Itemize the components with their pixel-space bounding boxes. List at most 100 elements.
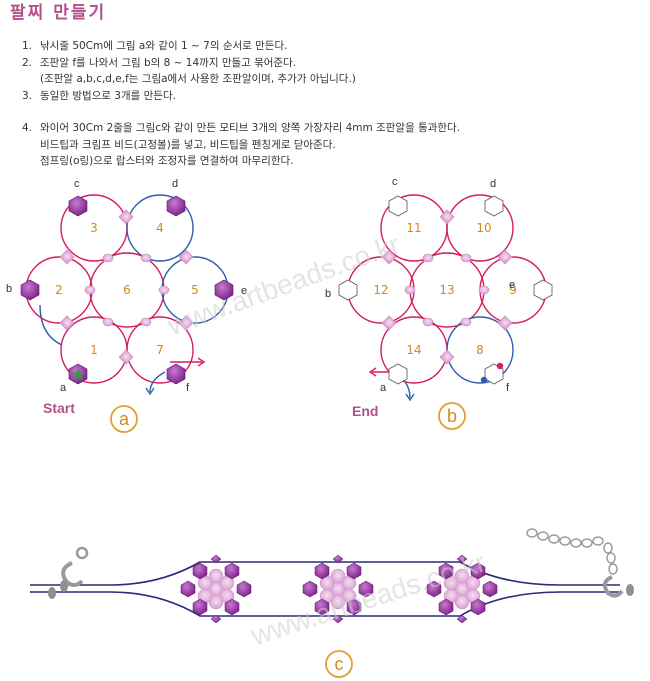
thread-end-arrow xyxy=(149,371,166,393)
hex-bead-e xyxy=(533,279,553,301)
step-4-line-3: 점프링(o링)으로 랍스터와 조정자를 연결하여 마무리한다. xyxy=(22,153,642,170)
hex-bead-d xyxy=(484,195,504,217)
purple-bead-e xyxy=(214,279,234,301)
loop-7 xyxy=(126,316,194,384)
step-1: 1.낚시줄 50Cm에 그림 a와 같이 1 ~ 7의 순서로 만든다. xyxy=(22,38,642,55)
figure-label: a xyxy=(119,409,130,429)
thread-path xyxy=(39,304,63,346)
motif-3 xyxy=(426,554,498,624)
jump-ring-icon xyxy=(75,546,89,560)
hex-bead-f xyxy=(484,363,504,385)
bead-tip-icon xyxy=(60,580,68,592)
bead-label-c: c xyxy=(74,178,80,190)
bead-label-e: e xyxy=(241,285,247,297)
segment-number: 14 xyxy=(406,343,421,357)
pink-bead xyxy=(460,317,472,327)
chain-link-icon xyxy=(548,534,560,544)
instruction-list: 1.낚시줄 50Cm에 그림 a와 같이 1 ~ 7의 순서로 만든다. 2. 조… xyxy=(22,38,642,170)
bead-label-b: b xyxy=(6,283,12,295)
loop-4 xyxy=(126,194,194,262)
segment-number: 11 xyxy=(406,221,421,235)
figure-label: c xyxy=(335,654,344,674)
step-number: 4. xyxy=(22,122,33,134)
figure-label-circle xyxy=(438,402,466,430)
arrow-head-icon xyxy=(145,387,155,396)
bead-label-a: a xyxy=(380,382,387,394)
pink-bead xyxy=(178,315,194,331)
chain-link-icon xyxy=(570,538,582,548)
purple-bead-d xyxy=(166,195,186,217)
segment-number: 8 xyxy=(476,343,484,357)
purple-bead-c xyxy=(68,195,88,217)
pink-bead xyxy=(118,209,134,225)
bead-label-d: d xyxy=(490,178,496,190)
lobster-clasp xyxy=(48,546,89,599)
step-text: 비드팁과 크림프 비드(고정볼)를 넣고, 비드팁을 펜칭게로 닫아준다. xyxy=(40,138,336,151)
start-star-icon xyxy=(71,368,85,380)
pink-bead xyxy=(439,349,455,365)
step-number: 2. xyxy=(22,56,33,69)
hex-bead-a xyxy=(388,363,408,385)
step-2-note: (조판알 a,b,c,d,e,f는 그림a에서 사용한 조판알이며, 추가가 아… xyxy=(22,71,642,88)
diagram-c: c xyxy=(30,528,634,678)
crimp-bead-icon xyxy=(48,587,56,599)
step-4: 4. 와이어 30Cm 2줄을 그림c와 같이 만든 모티브 3개의 양쪽 가장자… xyxy=(22,120,642,137)
pink-bead xyxy=(102,317,114,327)
step-4-line-2: 비드팁과 크림프 비드(고정볼)를 넣고, 비드팁을 펜칭게로 닫아준다. xyxy=(22,137,642,154)
arrow-head-icon xyxy=(405,393,415,402)
pink-bead xyxy=(422,317,434,327)
motif-2 xyxy=(302,554,374,624)
bead-label-f: f xyxy=(506,382,510,394)
pink-bead xyxy=(381,315,397,331)
right-clasp xyxy=(602,575,634,598)
step-text: 조판알 f를 나와서 그림 b의 8 ~ 14까지 만들고 묶어준다. xyxy=(40,56,297,69)
pink-bead xyxy=(158,285,170,295)
segment-number: 13 xyxy=(439,283,454,297)
pink-bead xyxy=(404,285,416,295)
chain-link-icon xyxy=(526,528,538,538)
red-knot-dot xyxy=(496,362,504,370)
segment-number: 4 xyxy=(156,221,164,235)
extender-chain xyxy=(526,528,618,575)
segment-number: 5 xyxy=(191,283,199,297)
step-text: (조판알 a,b,c,d,e,f는 그림a에서 사용한 조판알이며, 추가가 아… xyxy=(40,73,356,85)
crimp-bead-icon xyxy=(626,584,634,596)
purple-bead-b xyxy=(20,279,40,301)
wire-bottom xyxy=(30,591,620,617)
arrow-head-icon xyxy=(368,367,377,377)
pink-bead xyxy=(140,317,152,327)
pink-bead xyxy=(422,253,434,263)
start-caption: Start xyxy=(43,400,75,416)
hex-bead-b xyxy=(338,279,358,301)
chain-link-icon xyxy=(537,531,549,541)
bead-label-a: a xyxy=(60,382,67,394)
bead-label-d: d xyxy=(172,178,178,190)
step-text: 점프링(o링)으로 랍스터와 조정자를 연결하여 마무리한다. xyxy=(40,155,294,167)
chain-link-icon xyxy=(592,536,604,546)
segment-number: 10 xyxy=(476,221,491,235)
step-2: 2. 조판알 f를 나와서 그림 b의 8 ~ 14까지 만들고 묶어준다. xyxy=(22,55,642,72)
hex-bead-c xyxy=(388,195,408,217)
purple-bead-f xyxy=(166,363,186,385)
segment-number: 3 xyxy=(90,221,98,235)
bead-label-e: e xyxy=(509,279,515,291)
motif-1 xyxy=(180,554,252,624)
step-text: 와이어 30Cm 2줄을 그림c와 같이 만든 모티브 3개의 양쪽 가장자리 … xyxy=(40,122,461,134)
page-title: 팔찌 만들기 xyxy=(10,3,107,23)
segment-number: 7 xyxy=(156,343,164,357)
figure-label: b xyxy=(447,406,457,426)
step-text: 낚시줄 50Cm에 그림 a와 같이 1 ~ 7의 순서로 만든다. xyxy=(40,40,288,52)
segment-number: 9 xyxy=(509,283,517,297)
end-caption: End xyxy=(352,403,378,419)
pink-bead xyxy=(381,249,397,265)
chain-link-icon xyxy=(559,536,571,546)
figure-label-circle xyxy=(110,405,138,433)
bead-tip-icon xyxy=(602,575,624,598)
blue-knot-dot xyxy=(480,376,488,384)
step-number: 3. xyxy=(22,89,33,102)
pink-bead xyxy=(102,253,114,263)
pink-bead xyxy=(59,249,75,265)
pink-bead xyxy=(178,249,194,265)
pink-bead xyxy=(140,253,152,263)
